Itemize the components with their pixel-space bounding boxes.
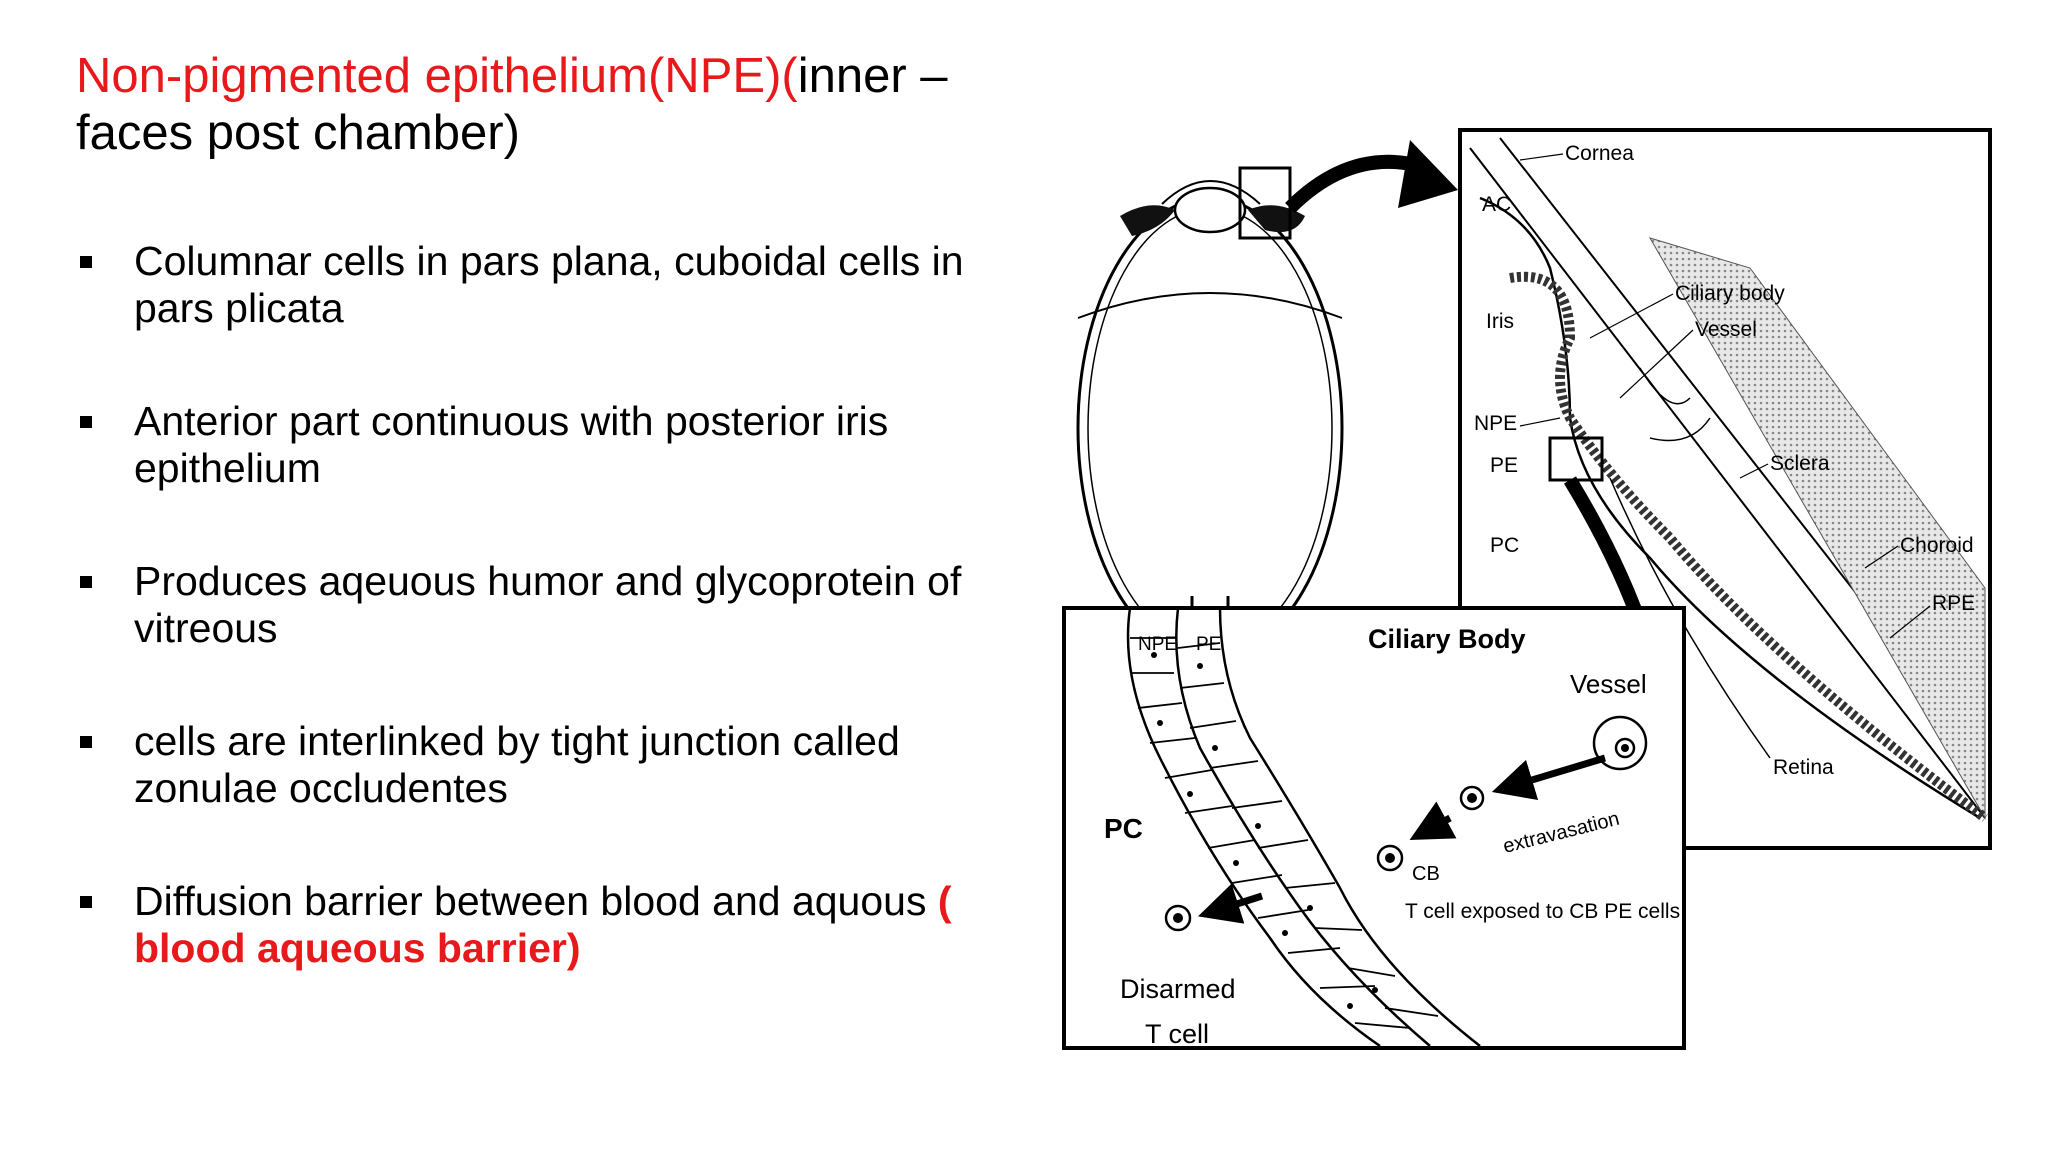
bullet-square-icon [80,896,92,908]
bullet-item: cells are interlinked by tight junction … [76,718,996,812]
section-leader-lines [1519,153,1931,639]
blood-aqueous-barrier-highlight: ( blood aqueous barrier) [134,878,952,971]
bullet-square-icon [80,576,92,588]
bullet-text: Diffusion barrier between blood and aquo… [134,878,938,924]
detail-label-pe: PE [1196,634,1221,655]
detail-label-disarmed: Disarmed [1120,974,1236,1004]
bullet-square-icon [80,736,92,748]
label-ciliary-body: Ciliary body [1675,282,1785,305]
ciliary-epithelium-band [1509,271,1988,823]
label-pc: PC [1490,534,1519,557]
bullet-text: Produces aqeuous humor and glycoprotein … [134,558,962,651]
label-rpe: RPE [1932,592,1975,615]
detail-label-t-cell: T cell [1145,1019,1209,1049]
label-sclera: Sclera [1770,452,1830,475]
bullet-item: Produces aqeuous humor and glycoprotein … [76,558,996,652]
label-iris: Iris [1486,310,1514,333]
bullet-text: Columnar cells in pars plana, cuboidal c… [134,238,964,331]
section-labels: Cornea AC Iris Ciliary body Vessel NPE P… [1474,142,1975,779]
detail-labels: NPE PE Ciliary Body Vessel PC extravasat… [1104,624,1680,1049]
detail-label-cb: CB [1412,863,1440,885]
label-npe: NPE [1474,412,1517,435]
bullet-item: Columnar cells in pars plana, cuboidal c… [76,238,996,332]
bullet-item: Anterior part continuous with posterior … [76,398,996,492]
lens-shape [1173,186,1247,234]
detail-label-vessel: Vessel [1570,669,1647,699]
bullet-text: cells are interlinked by tight junction … [134,718,900,811]
label-cornea: Cornea [1565,142,1634,165]
detail-label-npe: NPE [1138,634,1177,655]
bullet-square-icon [80,256,92,268]
label-retina: Retina [1773,756,1834,779]
zoom-arrow-top-head [1398,140,1458,208]
slide-title: Non-pigmented epithelium(NPE)(inner – fa… [76,48,976,162]
zoom-arrow-top [1285,154,1422,213]
label-pe: PE [1490,454,1518,477]
detail-label-title: Ciliary Body [1368,624,1526,654]
npe-layer-outer [1126,607,1381,1048]
detail-label-t-cell-exposed: T cell exposed to CB PE cells [1405,900,1680,923]
label-ac: AC [1482,193,1511,216]
sclera-band [1648,237,1986,820]
detail-panel [1062,606,1686,1050]
bullet-text: Anterior part continuous with posterior … [134,398,889,491]
bullet-item: Diffusion barrier between blood and aquo… [76,878,996,972]
title-black-part: inner – faces post chamber) [76,49,948,160]
bullet-square-icon [80,416,92,428]
bullet-list: Columnar cells in pars plana, cuboidal c… [76,238,996,1038]
pe-layer-outer [1218,607,1481,1047]
arrow-disarm [1197,883,1264,924]
eye-globe-drawing [1076,180,1344,660]
label-vessel: Vessel [1695,318,1757,341]
ciliary-body-figure: Cornea AC Iris Ciliary body Vessel NPE P… [1062,128,1992,1050]
detail-label-pc: PC [1104,813,1143,844]
npe-layer-inner [1175,607,1431,1047]
arrow-extravasation [1491,754,1607,801]
title-red-part: Non-pigmented epithelium(NPE)( [76,49,798,103]
arrow-to-cb [1409,801,1457,841]
label-choroid: Choroid [1900,534,1974,557]
